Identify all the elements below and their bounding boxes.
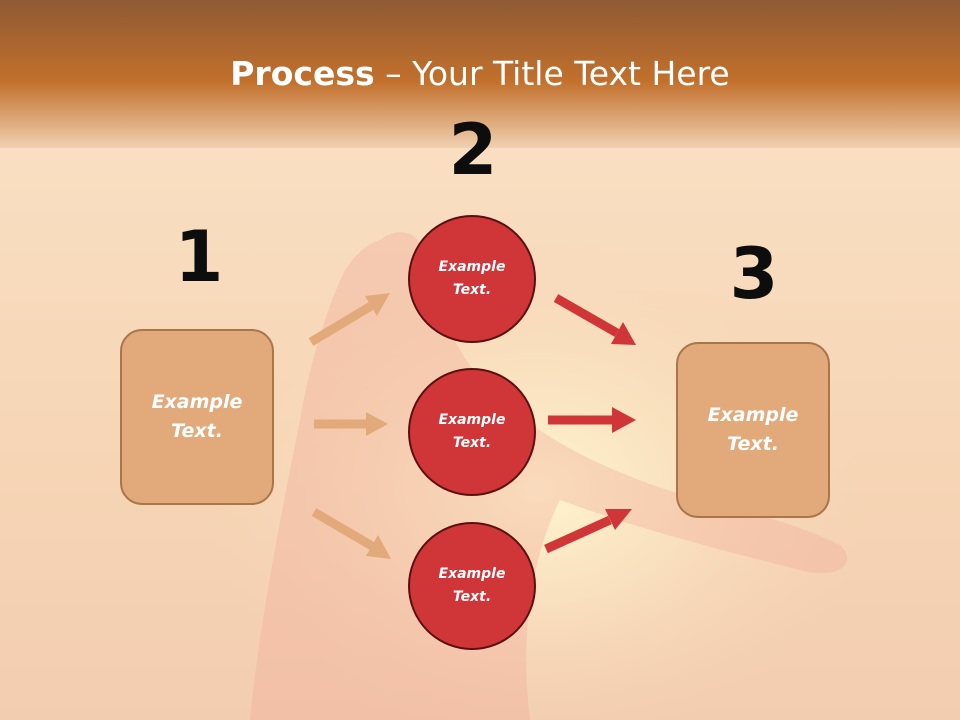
arrow-top-to-right	[553, 294, 620, 337]
left-step-box: Example Text.	[120, 329, 274, 505]
arrowhead-middle-right	[612, 407, 636, 433]
left-step-text: Example Text.	[151, 391, 243, 442]
arrow-left-to-bottom	[311, 508, 375, 550]
arrowhead-top-right	[611, 322, 636, 345]
circle-bottom-text: Example Text.	[438, 566, 506, 605]
circle-middle-text: Example Text.	[438, 412, 506, 451]
step-number-3: 3	[729, 233, 779, 315]
circle-bottom: Example Text.	[408, 522, 536, 650]
arrowhead-left-middle	[366, 412, 388, 436]
circle-top: Example Text.	[408, 215, 536, 343]
right-step-box: Example Text.	[676, 342, 830, 518]
slide-title: Process – Your Title Text Here	[0, 52, 960, 96]
title-rest: – Your Title Text Here	[374, 54, 730, 93]
step-number-1: 1	[174, 216, 224, 298]
arrow-left-to-top	[308, 302, 374, 346]
arrowhead-bottom-right	[605, 509, 632, 530]
title-bold: Process	[230, 54, 375, 93]
right-step-text: Example Text.	[707, 404, 799, 455]
arrowhead-left-top	[365, 293, 390, 316]
arrow-bottom-to-right	[544, 515, 612, 554]
arrowhead-left-bottom	[366, 535, 391, 559]
step-number-2: 2	[448, 109, 498, 191]
circle-middle: Example Text.	[408, 368, 536, 496]
circle-top-text: Example Text.	[438, 259, 506, 298]
